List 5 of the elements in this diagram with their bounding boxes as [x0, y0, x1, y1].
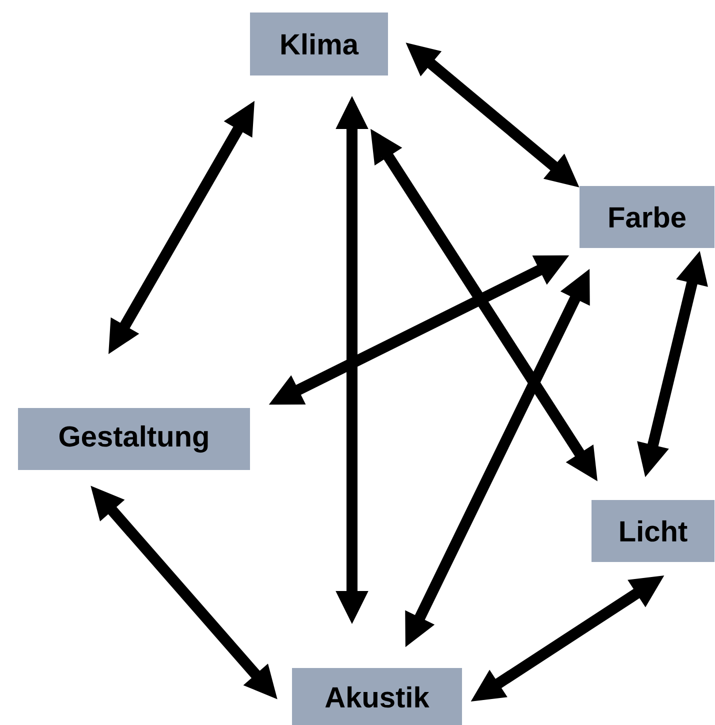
topic-box: Licht	[592, 500, 714, 562]
topic-box: Akustik	[292, 668, 462, 725]
topic-box: Gestaltung	[18, 408, 250, 470]
topic-box: Farbe	[580, 186, 714, 248]
topic-box: Klima	[250, 12, 388, 76]
